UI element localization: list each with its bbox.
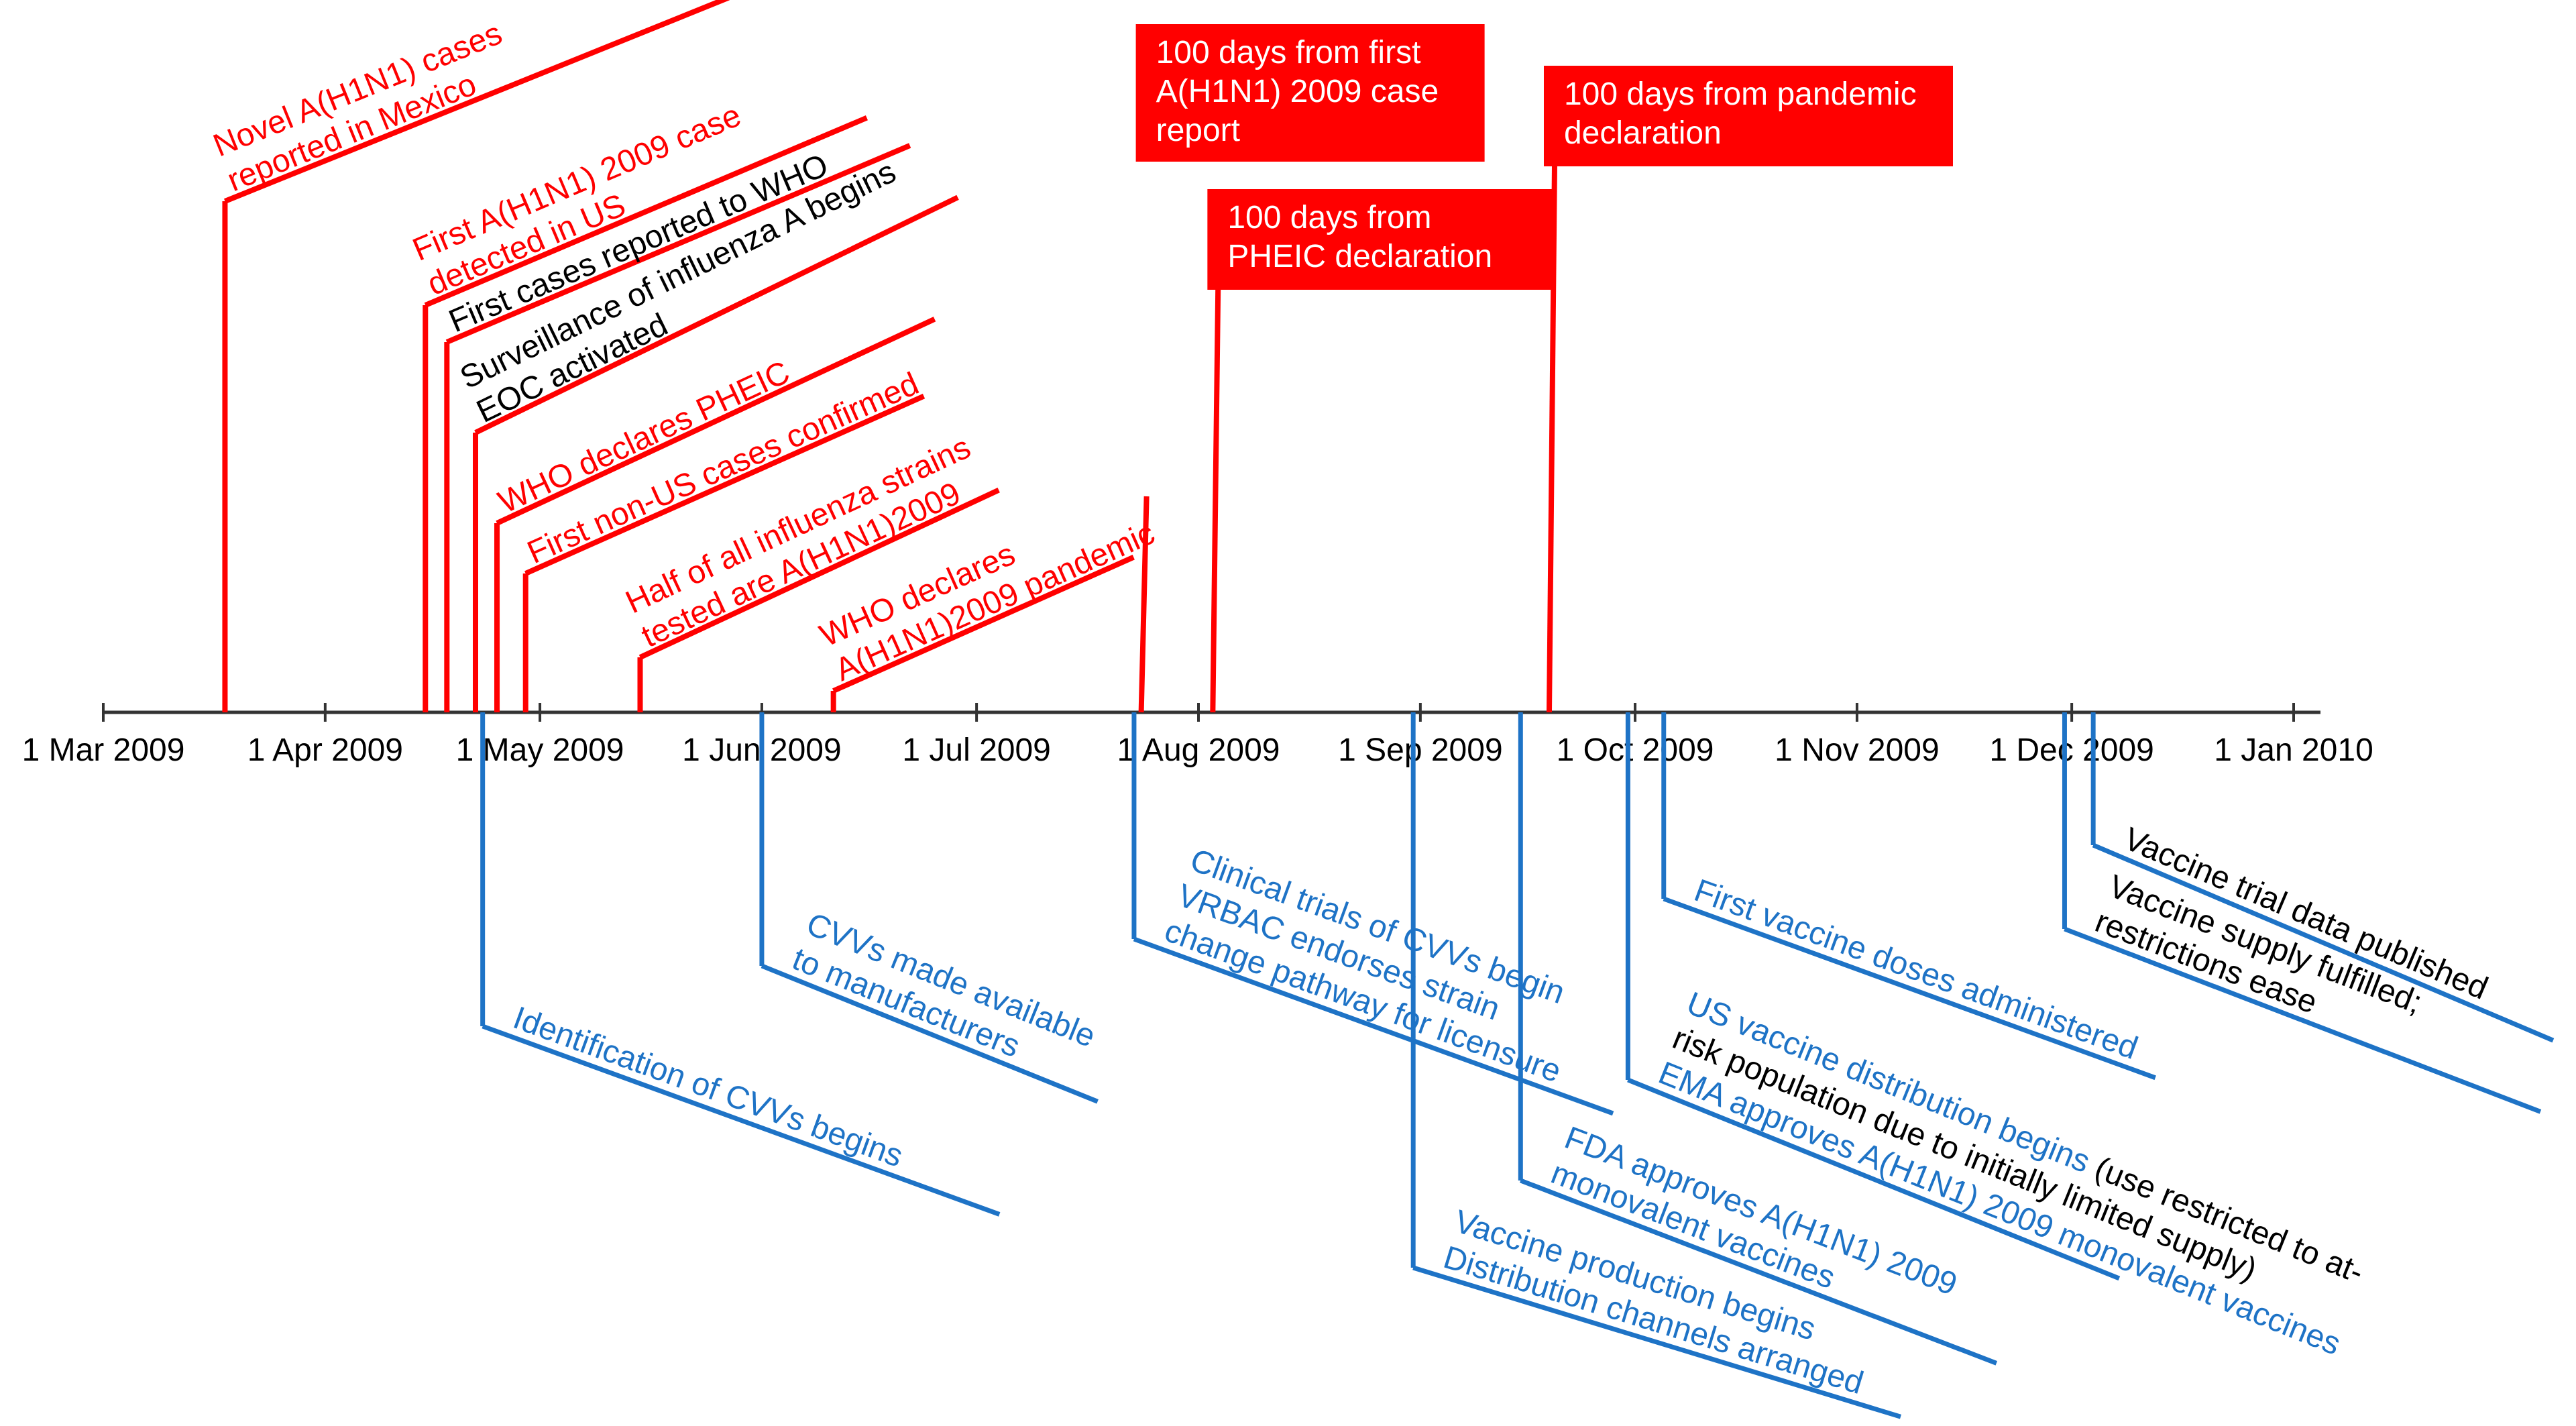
event-leader (1133, 936, 1614, 1116)
event-leader (1520, 1178, 1998, 1366)
marker-box (1543, 66, 1953, 166)
event-leader (638, 488, 1000, 660)
event-leader (524, 393, 926, 576)
event-leader (445, 143, 911, 345)
event-leader (424, 115, 869, 308)
marker-box-label: 100 days from pandemic (1564, 76, 1917, 112)
axis-tick-label: 1 Oct 2009 (1557, 732, 1714, 768)
marker-box-label: PHEIC declaration (1227, 239, 1492, 274)
event-leader (223, 0, 730, 204)
marker-stem (1210, 281, 1221, 713)
event-leader (761, 963, 1099, 1104)
event-leader (2092, 842, 2555, 1043)
marker-box-label: 100 days from (1227, 200, 1431, 235)
event-leader (832, 555, 1135, 694)
marker-box-label: A(H1N1) 2009 case (1156, 74, 1439, 109)
axis-tick-label: 1 Jan 2010 (2214, 732, 2373, 768)
axis-tick-label: 1 Jul 2009 (902, 732, 1051, 768)
event-leader (482, 1024, 1001, 1217)
event-leader (1627, 1077, 2121, 1281)
marker-stem (1546, 166, 1557, 713)
event-leader (496, 317, 936, 526)
event-leader (474, 195, 959, 435)
marker-box-label: declaration (1564, 115, 1722, 151)
event-leader-group: Vaccine trial data published (2092, 821, 2555, 1043)
lower-event-label-identification-of-cvvs-begins: Identification of CVVs begins (508, 1000, 907, 1174)
event-leader (2064, 926, 2542, 1114)
axis-tick-label: 1 Aug 2009 (1117, 732, 1280, 768)
axis-tick-label: 1 Nov 2009 (1775, 732, 1940, 768)
axis-tick-label: 1 Dec 2009 (1989, 732, 2154, 768)
marker-box (1135, 24, 1485, 162)
axis-tick-label: 1 Mar 2009 (22, 732, 185, 768)
axis-tick-label: 1 Sep 2009 (1338, 732, 1503, 768)
marker-stem (1138, 496, 1150, 713)
marker-box (1207, 189, 1553, 290)
axis-tick-label: 1 Apr 2009 (247, 732, 403, 768)
marker-box-label: report (1156, 113, 1240, 148)
event-leader (1663, 896, 2156, 1081)
marker-box-label: 100 days from first (1156, 35, 1421, 70)
label-segment: Identification of CVVs begins (508, 1000, 907, 1174)
event-leader (1412, 1265, 1902, 1419)
